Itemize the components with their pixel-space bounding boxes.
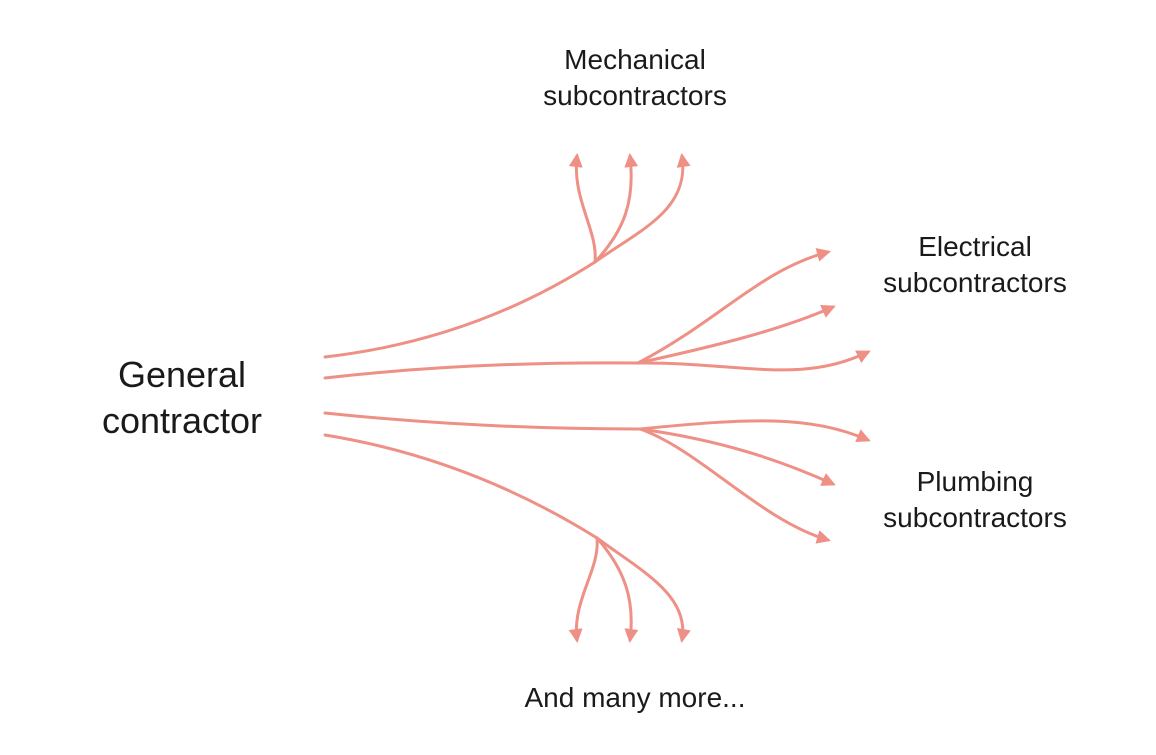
general-contractor-line2: contractor [101, 400, 263, 442]
trunk-plumbing [323, 411, 642, 431]
branch-plumb-2 [638, 427, 836, 486]
branch-plumb-1 [638, 419, 871, 443]
plumbing-line2: subcontractors [883, 502, 1067, 534]
mechanical-line2: subcontractors [543, 80, 727, 112]
electrical-line1: Electrical [918, 231, 1032, 262]
electrical-subcontractors-label: Electrical subcontractors [845, 229, 1105, 302]
branch-elec-1 [636, 248, 831, 365]
more-line1: And many more... [524, 682, 746, 713]
branch-more-2 [595, 536, 639, 643]
trunk-more [323, 433, 599, 540]
plumbing-subcontractors-label: Plumbing subcontractors [845, 464, 1105, 537]
branch-more-1 [568, 536, 599, 643]
trunk-electrical [323, 361, 640, 380]
branch-plumb-3 [638, 427, 831, 544]
branch-more-3 [595, 536, 691, 643]
general-contractor-line1: General [117, 354, 247, 395]
general-contractor-label: General contractor [72, 352, 292, 444]
trunk-mechanical [323, 260, 597, 359]
branch-mech-3 [593, 153, 691, 264]
branch-mech-2 [593, 153, 639, 264]
mechanical-line1: Mechanical [564, 44, 706, 75]
branch-elec-3 [636, 350, 871, 372]
and-many-more-label: And many more... [485, 680, 785, 716]
electrical-line2: subcontractors [883, 267, 1067, 299]
mechanical-subcontractors-label: Mechanical subcontractors [505, 42, 765, 115]
branch-elec-2 [636, 304, 836, 365]
plumbing-line1: Plumbing [916, 466, 1034, 497]
branch-mech-1 [568, 153, 597, 264]
